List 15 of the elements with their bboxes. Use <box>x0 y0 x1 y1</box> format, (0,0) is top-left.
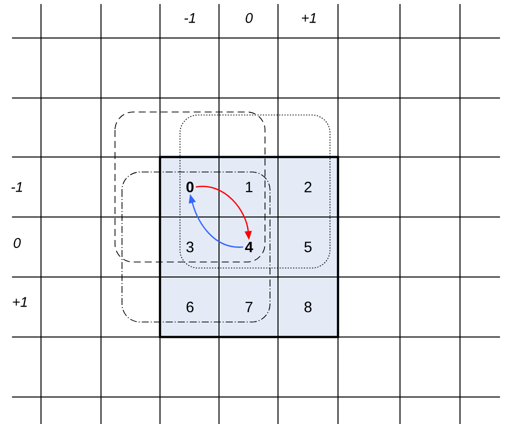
cell-number: 3 <box>186 242 194 252</box>
cell-number: 6 <box>186 302 194 312</box>
cell-number: 1 <box>246 182 252 192</box>
axis-label: +1 <box>302 13 316 23</box>
axis-label: -1 <box>12 182 22 192</box>
cell-number: 2 <box>304 182 312 192</box>
axis-label: 0 <box>14 238 21 248</box>
cell-number: 0 <box>186 182 194 192</box>
cell-number: 4 <box>245 242 254 252</box>
cell-number: 7 <box>246 302 252 312</box>
axis-label: 0 <box>246 13 253 23</box>
cell-number: 5 <box>304 242 312 252</box>
cell-number: 8 <box>304 302 312 312</box>
axis-label: +1 <box>12 297 27 307</box>
axis-label: -1 <box>184 13 196 23</box>
